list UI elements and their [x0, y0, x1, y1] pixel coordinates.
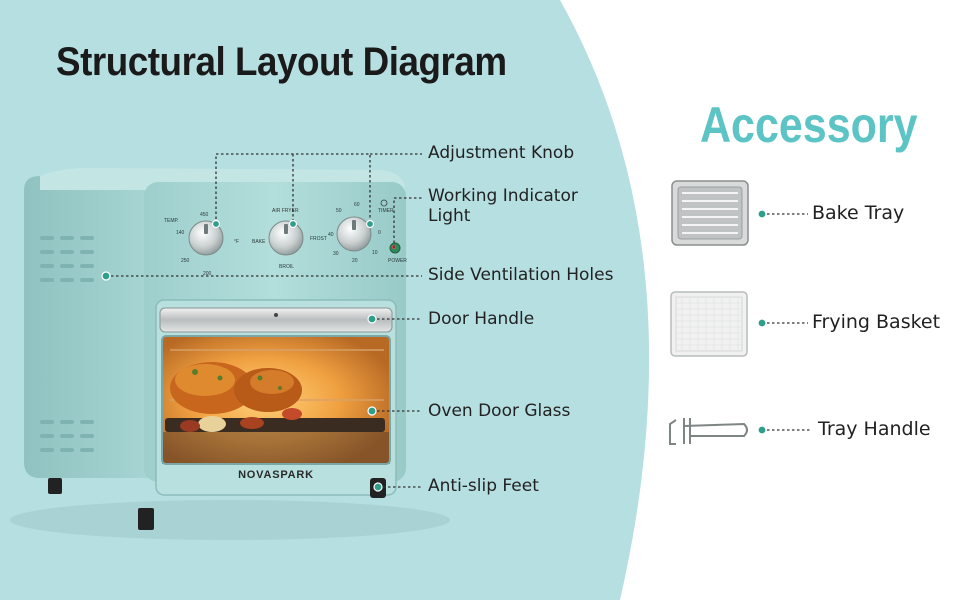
tray-handle-image [669, 418, 748, 445]
function-knob [268, 220, 304, 256]
callout-adjustment-knob: Adjustment Knob [428, 143, 575, 163]
callout-line-2: Light [428, 206, 471, 226]
accessory-tray-handle-label: Tray Handle [818, 418, 931, 440]
foot [48, 478, 62, 494]
accessory-callout-lines [762, 213, 810, 431]
timer-knob [336, 216, 372, 252]
bake-tray-image [671, 180, 749, 246]
accessory-title: Accessory [700, 97, 918, 153]
foot [138, 508, 154, 530]
callout-side-ventilation-holes: Side Ventilation Holes [428, 265, 614, 285]
callout-dots [101, 219, 383, 492]
knob-label: 140 [176, 230, 185, 236]
brand-name: NOVASPARK [238, 469, 314, 481]
knob-label: 450 [200, 212, 209, 218]
knob-label: °F [234, 239, 239, 245]
knob-label: 20 [352, 258, 358, 264]
knob-label: BROIL [279, 264, 294, 270]
knob-label: 0 [378, 230, 381, 236]
knob-label: 60 [354, 202, 360, 208]
knob-label: POWER [388, 258, 407, 264]
knob-label: 10 [372, 250, 378, 256]
accessory-frying-basket-label: Frying Basket [812, 311, 941, 333]
knob-label: AIR FRYER [272, 208, 299, 214]
callout-anti-slip-feet: Anti-slip Feet [428, 476, 539, 496]
oven-side-panel [24, 176, 148, 478]
diagram-title: Structural Layout Diagram [56, 40, 507, 84]
knob-label: 50 [336, 208, 342, 214]
knob-label: TIMER [378, 208, 394, 214]
knob-label: 200 [203, 271, 212, 277]
side-vents [40, 236, 94, 452]
power-symbol-icon [380, 199, 388, 207]
temperature-knob [188, 220, 224, 256]
callout-door-handle: Door Handle [428, 309, 535, 329]
knob-label: 40 [328, 232, 334, 238]
knob-label: FROST [310, 236, 327, 242]
knob-label: TEMP. [164, 218, 179, 224]
knob-label: BAKE [252, 239, 266, 245]
frying-basket-image [670, 291, 748, 357]
door-handle [159, 307, 393, 333]
knob-label: 30 [333, 251, 339, 257]
accessory-bake-tray-label: Bake Tray [812, 202, 905, 224]
callout-lines [106, 153, 422, 488]
callout-line-1: Working Indicator [428, 186, 578, 206]
callout-working-indicator-light: Working Indicator Light [428, 186, 578, 226]
accessory-callout-dots [757, 209, 767, 435]
knob-label: 250 [181, 258, 190, 264]
callout-oven-door-glass: Oven Door Glass [428, 401, 571, 421]
